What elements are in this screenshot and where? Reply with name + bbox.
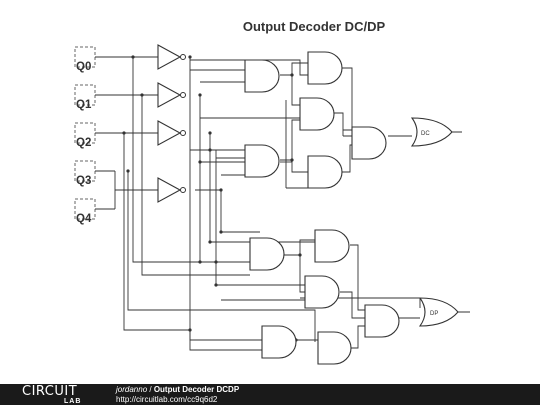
or-gate-dc — [410, 117, 453, 147]
and-gate — [304, 275, 340, 309]
and-gate — [244, 144, 280, 178]
input-label-q1: Q1 — [76, 99, 92, 111]
author-link[interactable]: jordanno — [116, 385, 148, 394]
not-gate — [157, 82, 186, 108]
or-gate-dp — [418, 297, 459, 327]
and-gate — [364, 304, 400, 338]
and-gate — [351, 126, 387, 160]
input-label-q3: Q3 — [76, 175, 91, 187]
input-label-q4: Q4 — [76, 213, 92, 225]
circuitlab-logo[interactable]: CIRCUIT LAB — [22, 385, 81, 405]
wiring — [95, 56, 470, 351]
and-gate — [299, 97, 335, 131]
not-gate — [157, 44, 186, 70]
output-label-dp: DP — [430, 311, 438, 317]
footer-info: jordanno / Output Decoder DCDP http://ci… — [116, 385, 239, 405]
diagram-title: Output Decoder DC/DP — [242, 19, 386, 34]
logo-subword: LAB — [64, 398, 82, 405]
input-label-q2: Q2 — [76, 137, 91, 149]
and-gate — [244, 59, 280, 93]
circuit-url[interactable]: http://circuitlab.com/cc9q6d2 — [116, 395, 218, 404]
and-gate — [307, 155, 343, 189]
output-label-dc: DC — [421, 131, 430, 137]
and-gate — [261, 325, 297, 359]
and-gate — [314, 229, 350, 263]
logo-wordmark: CIRCUIT — [22, 384, 78, 399]
input-label-q0: Q0 — [76, 61, 91, 73]
not-gate — [157, 120, 186, 146]
not-gate — [157, 177, 186, 203]
and-gate — [317, 331, 352, 365]
schematic-canvas: Q0 Q1 Q2 Q3 Q4 — [74, 44, 470, 365]
footer-separator: / — [147, 385, 154, 394]
footer-bar: CIRCUIT LAB jordanno / Output Decoder DC… — [0, 384, 540, 405]
circuit-name: Output Decoder DCDP — [153, 385, 240, 394]
and-gate — [307, 51, 343, 85]
junction-dots — [122, 55, 302, 342]
and-gate — [249, 237, 285, 271]
